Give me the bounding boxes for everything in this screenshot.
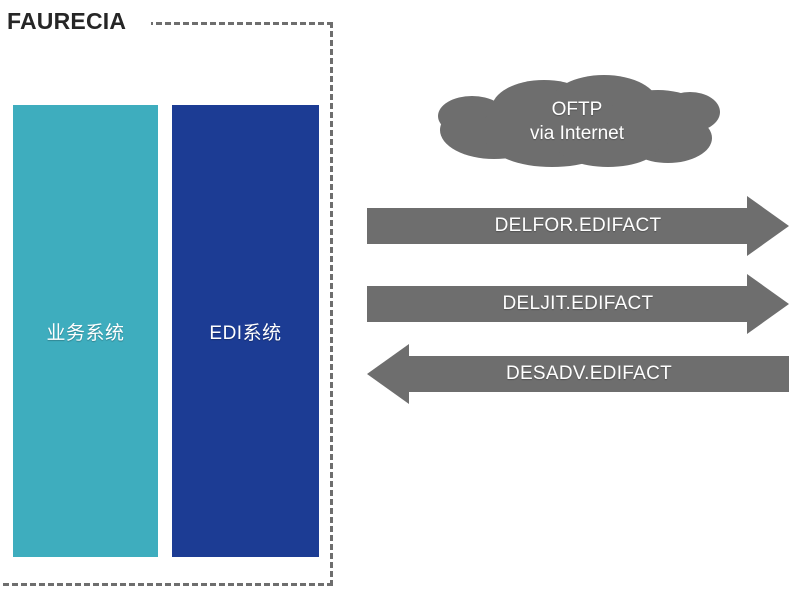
oftp-cloud[interactable]: OFTP via Internet <box>432 72 722 167</box>
message-arrow-deljit[interactable]: DELJIT.EDIFACT <box>363 272 793 336</box>
arrow-right-icon <box>367 274 789 334</box>
business-system-label: 业务系统 <box>46 322 125 344</box>
arrow-right-icon <box>367 196 789 256</box>
message-arrow-delfor[interactable]: DELFOR.EDIFACT <box>363 194 793 258</box>
company-title: FAURECIA <box>7 8 127 34</box>
edi-system-label: EDI系统 <box>209 322 282 344</box>
cloud-icon <box>438 75 720 167</box>
message-arrow-desadv[interactable]: DESADV.EDIFACT <box>363 342 793 406</box>
edi-system-box[interactable]: EDI系统 <box>172 105 319 557</box>
arrow-left-icon <box>367 344 789 404</box>
boundary-title-mask <box>0 14 151 32</box>
company-boundary-dashed <box>0 22 333 586</box>
business-system-box[interactable]: 业务系统 <box>13 105 158 557</box>
